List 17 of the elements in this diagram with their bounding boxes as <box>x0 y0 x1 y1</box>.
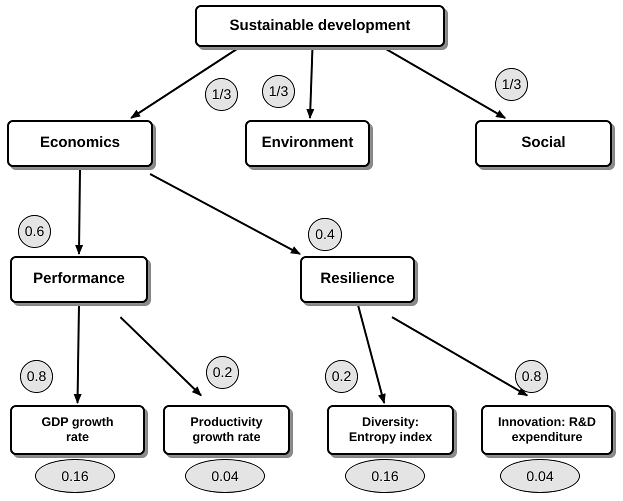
indicator-box: Diversity: Entropy index <box>327 405 454 455</box>
arrow <box>120 316 202 396</box>
category-box: Social <box>475 120 612 167</box>
indicator-box: GDP growth rate <box>10 405 145 455</box>
weight-oval: 0.16 <box>35 459 115 493</box>
arrow <box>150 173 301 255</box>
arrow <box>392 316 528 396</box>
weight-oval: 0.04 <box>500 459 580 493</box>
weight-oval: 0.16 <box>345 459 425 493</box>
category-box: Performance <box>10 256 148 303</box>
weight-oval: 0.04 <box>185 459 265 493</box>
indicator-box: Innovation: R&D expenditure <box>481 405 613 455</box>
indicator-box: Productivity growth rate <box>163 405 290 455</box>
category-box: Resilience <box>300 256 415 303</box>
category-box: Sustainable development <box>195 5 445 47</box>
category-box: Environment <box>245 120 370 167</box>
category-box: Economics <box>7 120 153 167</box>
